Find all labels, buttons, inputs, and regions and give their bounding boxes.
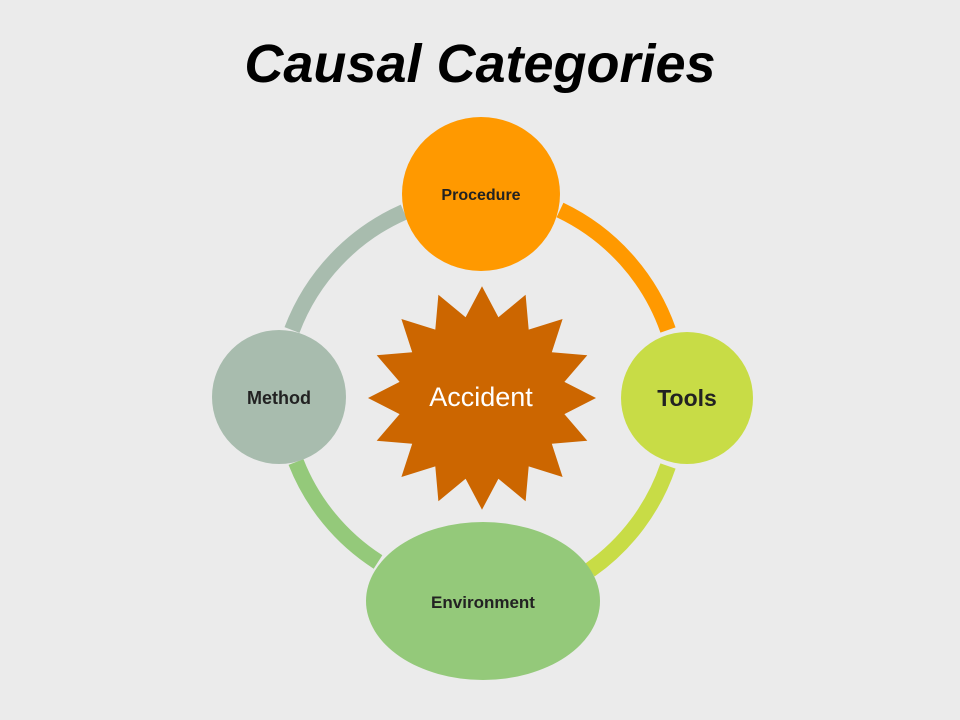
node-environment: Environment bbox=[366, 522, 600, 680]
cycle-ring bbox=[284, 202, 676, 577]
node-method-label: Method bbox=[247, 388, 311, 408]
connector-method-procedure bbox=[284, 204, 408, 333]
accident-starburst-shape bbox=[368, 286, 596, 510]
center-starburst: Accident bbox=[368, 286, 596, 510]
node-tools: Tools bbox=[621, 332, 753, 464]
node-procedure-circle bbox=[402, 117, 560, 271]
slide-title: Causal Categories bbox=[244, 34, 716, 94]
node-method: Method bbox=[212, 330, 346, 464]
node-method-circle bbox=[212, 330, 346, 464]
node-environment-label: Environment bbox=[431, 593, 535, 612]
node-tools-label: Tools bbox=[657, 385, 717, 411]
node-environment-circle bbox=[366, 522, 600, 680]
center-label: Accident bbox=[429, 382, 533, 412]
connector-environment-method bbox=[288, 458, 383, 569]
node-tools-circle bbox=[621, 332, 753, 464]
connector-procedure-tools bbox=[556, 202, 676, 333]
connector-tools-environment bbox=[585, 463, 676, 577]
node-procedure: Procedure bbox=[402, 117, 560, 271]
node-procedure-label: Procedure bbox=[441, 187, 520, 204]
